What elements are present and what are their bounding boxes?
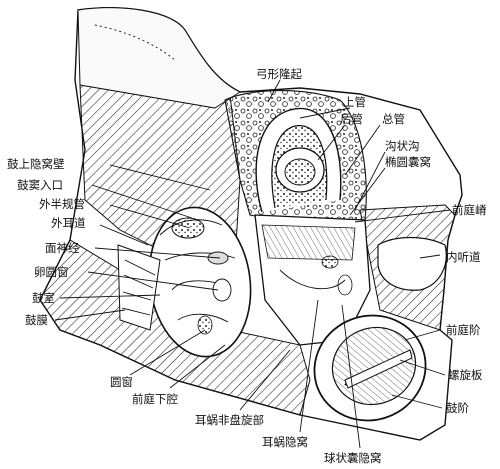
label-elliptical-recess: 椭圆囊窝 bbox=[385, 155, 431, 169]
label-tympanic-membrane: 鼓膜 bbox=[25, 313, 48, 327]
label-arc-eminence: 弓形隆起 bbox=[256, 67, 302, 81]
leader-lines bbox=[54, 79, 451, 449]
cochlea bbox=[313, 314, 427, 422]
label-lateral-canal: 外半规管 bbox=[39, 197, 85, 211]
label-oval-window: 卵圆窗 bbox=[34, 265, 69, 279]
label-vestibular-crest: 前庭嵴 bbox=[452, 203, 487, 217]
label-scala-tympani: 鼓阶 bbox=[446, 401, 469, 415]
label-subvestibular-cavity: 前庭下腔 bbox=[132, 392, 178, 406]
petrous-cut bbox=[224, 89, 367, 226]
label-posterior-canal: 后管 bbox=[340, 112, 363, 126]
tympanic-cavity bbox=[117, 206, 252, 358]
label-facial-nerve: 面神经 bbox=[45, 241, 80, 255]
label-spiral-lamina: 螺旋板 bbox=[448, 368, 483, 382]
labels: 弓形隆起 上管 后管 总管 沟状沟 椭圆囊窝 鼓上隐窝壁 鼓窦入口 外半规管 外… bbox=[7, 67, 487, 465]
label-aditus: 鼓窦入口 bbox=[17, 178, 63, 192]
label-tympanic-cavity: 鼓室 bbox=[32, 291, 55, 305]
label-cochlear-recess: 耳蜗隐窝 bbox=[262, 435, 308, 449]
label-spherical-recess: 球状囊隐窝 bbox=[324, 451, 382, 465]
label-scala-vestibuli: 前庭阶 bbox=[446, 323, 481, 337]
internal-meatus bbox=[377, 236, 447, 291]
label-superior-canal: 上管 bbox=[343, 95, 366, 109]
label-common-crus: 总管 bbox=[382, 112, 405, 126]
label-epitympanic-wall: 鼓上隐窝壁 bbox=[7, 157, 65, 171]
label-round-window: 圆窗 bbox=[110, 375, 133, 389]
label-non-spiral-cochlea: 耳蜗非盘旋部 bbox=[195, 413, 264, 427]
label-sulcus: 沟状沟 bbox=[385, 139, 420, 153]
label-int-meatus: 内听道 bbox=[446, 250, 481, 264]
label-ext-meatus: 外耳道 bbox=[51, 216, 86, 230]
